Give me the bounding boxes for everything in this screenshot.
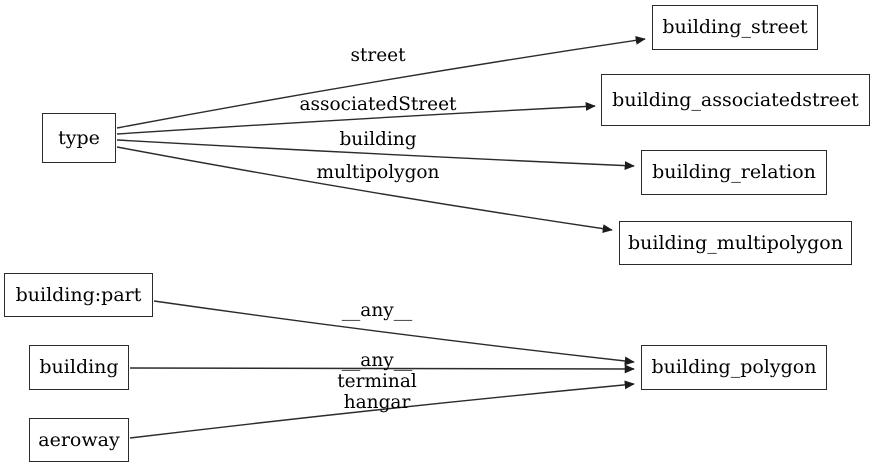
edge-label-hangar: hangar bbox=[343, 391, 411, 413]
node-building-multipolygon[interactable]: building_multipolygon bbox=[619, 221, 852, 265]
edge-building_part-to-building_polygon bbox=[153, 300, 635, 366]
edge-type-to-building_multipolygon bbox=[116, 146, 613, 234]
edge-label-multipolygon: multipolygon bbox=[316, 161, 440, 183]
edge-aeroway-to-building_polygon bbox=[129, 380, 635, 439]
edge-type-to-building_street bbox=[116, 35, 646, 129]
node-type[interactable]: type bbox=[42, 113, 116, 163]
edge-label-building: building bbox=[339, 128, 417, 150]
edge-building-to-building_polygon bbox=[129, 364, 635, 374]
node-building-associatedstreet[interactable]: building_associatedstreet bbox=[601, 74, 870, 126]
edge-label-street: street bbox=[350, 44, 406, 66]
edge-label-terminal: terminal bbox=[337, 370, 417, 392]
edge-type-to-building_associatedstreet bbox=[116, 102, 596, 135]
node-building-part[interactable]: building:part bbox=[4, 273, 153, 317]
edge-label-any-building: __any__ bbox=[341, 349, 413, 371]
edge-label-any-part: __any__ bbox=[341, 299, 413, 321]
edge-label-associatedstreet: associatedStreet bbox=[299, 93, 457, 115]
node-building-street[interactable]: building_street bbox=[652, 5, 818, 50]
node-building-polygon[interactable]: building_polygon bbox=[641, 345, 827, 390]
node-aeroway[interactable]: aeroway bbox=[29, 418, 129, 462]
node-building-relation[interactable]: building_relation bbox=[641, 150, 827, 195]
node-building[interactable]: building bbox=[29, 345, 129, 390]
edge-type-to-building_relation bbox=[116, 139, 635, 171]
